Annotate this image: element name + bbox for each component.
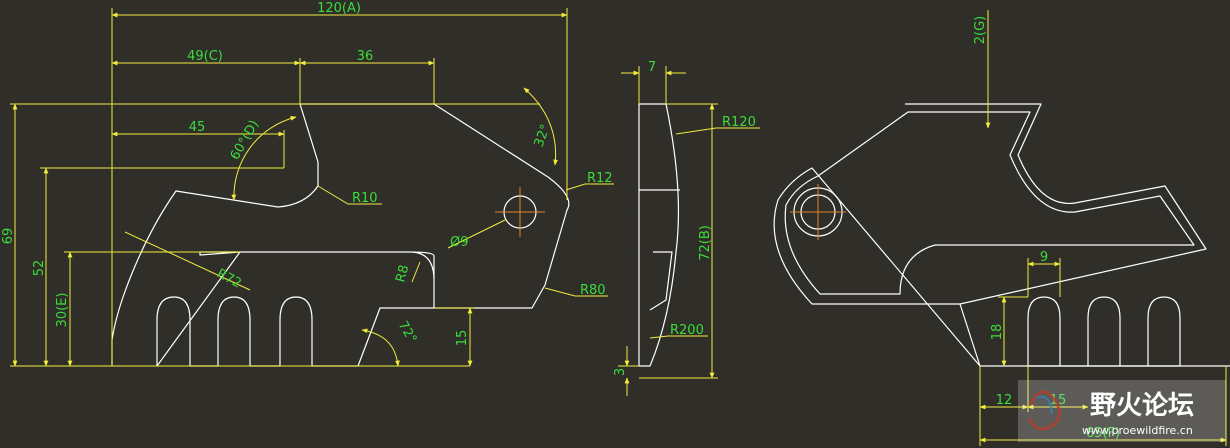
dim-label-45: 45 <box>189 120 206 135</box>
dim-arc-32 <box>523 87 558 166</box>
dim-label-30e: 30(E) <box>55 293 70 328</box>
watermark: 野火论坛 www.proewildfire.cn <box>1018 380 1226 442</box>
dim-label-7: 7 <box>648 60 656 75</box>
dim-label-r200: R200 <box>670 323 704 338</box>
dim-label-r120: R120 <box>722 115 756 130</box>
watermark-logo-icon <box>1028 390 1061 431</box>
dim-arc-72 <box>361 328 400 367</box>
dim-label-35: 36 <box>357 49 374 64</box>
right-view-outer-outline <box>773 103 1230 367</box>
right-view: 2(G) 9 18 12 15 65(F) <box>773 10 1230 446</box>
dim-label-12: 12 <box>996 393 1013 408</box>
dim-label-69: 69 <box>1 228 16 245</box>
dim-label-32: 32° <box>532 122 554 149</box>
dim-label-r10: R10 <box>352 191 378 206</box>
watermark-name: 野火论坛 <box>1090 391 1194 421</box>
dim-label-52: 52 <box>32 260 47 277</box>
dim-label-9: 9 <box>1040 250 1048 265</box>
front-view: 120(A) 49(C) 36 45 69 52 30(E) 15 60°(D)… <box>1 1 614 367</box>
side-view-outline <box>638 103 680 367</box>
watermark-url: www.proewildfire.cn <box>1082 424 1193 437</box>
dim-label-49: 49(C) <box>187 49 223 64</box>
dim-label-r8: R8 <box>393 263 412 284</box>
dim-label-18: 18 <box>990 324 1005 341</box>
dim-label-72: 72° <box>395 319 420 346</box>
side-view: 7 R120 72(B) R200 3 <box>613 60 760 396</box>
dim-label-r80: R80 <box>580 283 606 298</box>
dim-label-72b: 72(B) <box>698 225 713 261</box>
dim-label-65f: 65(F) <box>1086 426 1120 441</box>
dim-label-120: 120(A) <box>317 1 361 16</box>
dim-label-15: 15 <box>455 330 470 347</box>
right-teeth <box>1027 296 1181 367</box>
dim-label-r12: R12 <box>587 171 613 186</box>
dim-arc-60 <box>231 115 297 201</box>
dim-label-2g: 2(G) <box>973 16 988 45</box>
front-view-outline <box>111 103 570 367</box>
dim-label-3: 3 <box>613 368 628 376</box>
dim-label-hole: Ø9 <box>450 235 469 250</box>
dim-label-15r: 15 <box>1050 393 1067 408</box>
dim-label-r72: R72 <box>214 266 244 291</box>
right-view-inner-outline <box>784 111 1195 295</box>
